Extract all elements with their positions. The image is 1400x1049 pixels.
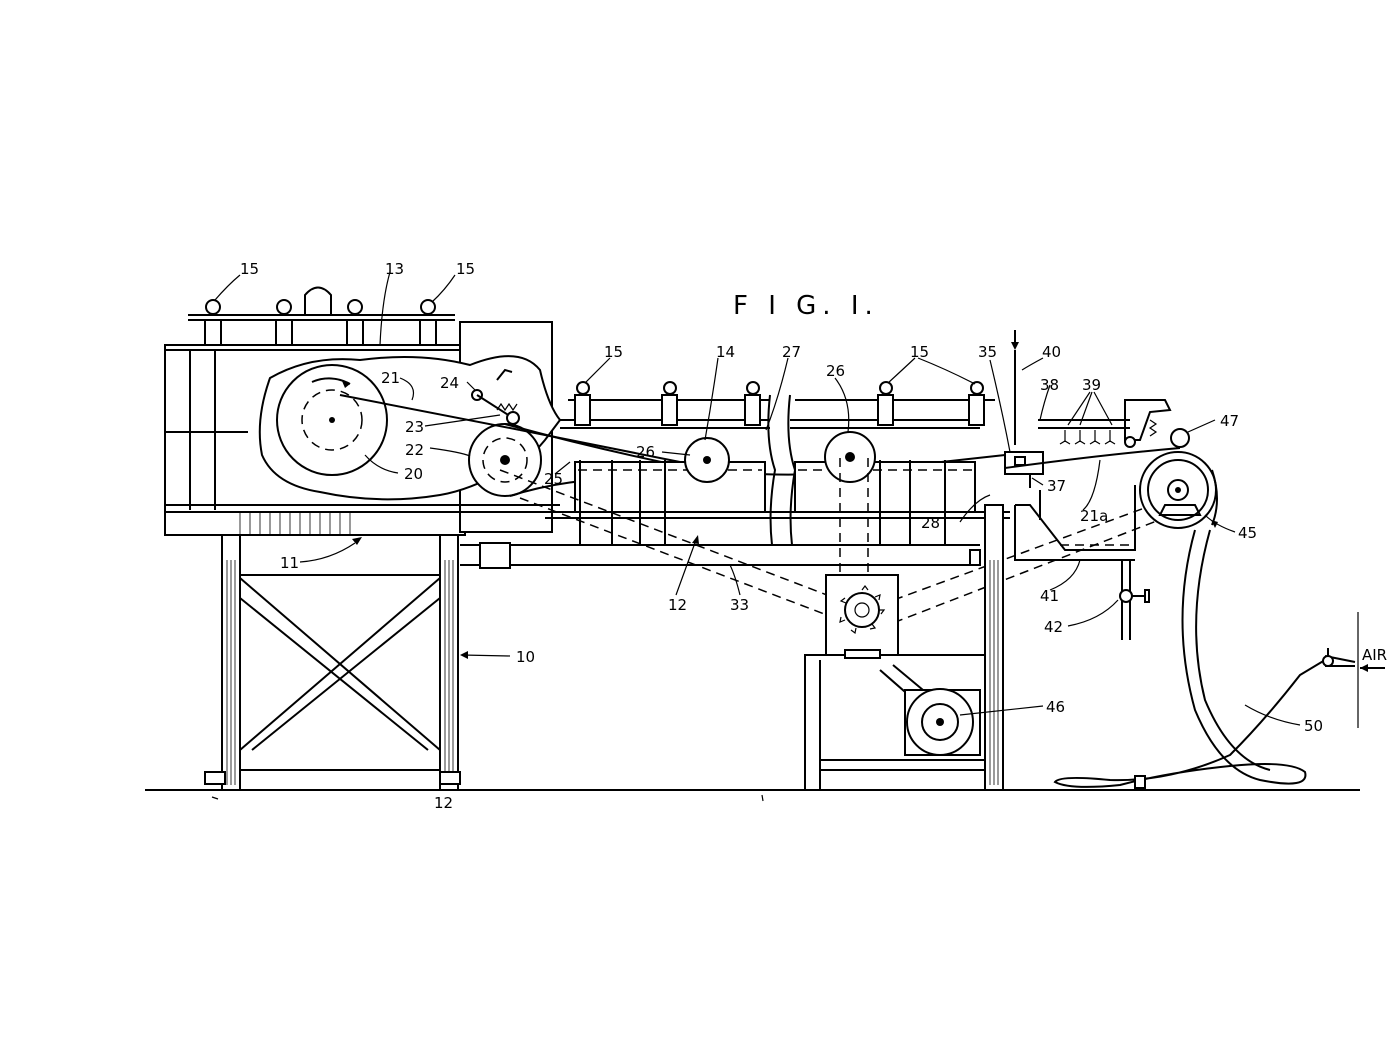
label-33: 33 bbox=[730, 596, 749, 614]
label-26: 26 bbox=[826, 362, 845, 380]
label-47: 47 bbox=[1220, 412, 1239, 430]
drive-stand bbox=[804, 574, 986, 791]
label-37: 37 bbox=[1047, 477, 1066, 495]
label-15: 15 bbox=[604, 343, 623, 361]
label-26: 26 bbox=[636, 443, 655, 461]
roller-26-right bbox=[824, 431, 876, 483]
label-27: 27 bbox=[782, 343, 801, 361]
label-15: 15 bbox=[240, 260, 259, 278]
figure-title: F I G. I. bbox=[733, 291, 879, 321]
label-38: 38 bbox=[1040, 376, 1059, 394]
label-39: 39 bbox=[1082, 376, 1101, 394]
label-12: 12 bbox=[434, 794, 453, 812]
label-13: 13 bbox=[385, 260, 404, 278]
roller-26-left bbox=[684, 437, 730, 483]
label-50: 50 bbox=[1304, 717, 1323, 735]
label-12: 12 bbox=[668, 596, 687, 614]
label-22: 22 bbox=[405, 441, 424, 459]
exit-section bbox=[1004, 330, 1218, 640]
drum-20 bbox=[276, 364, 388, 476]
label-35: 35 bbox=[978, 343, 997, 361]
middle-trough bbox=[460, 381, 1010, 569]
label-11: 11 bbox=[280, 554, 299, 572]
ground-tick bbox=[211, 796, 219, 800]
label-air: AIR bbox=[1362, 646, 1387, 664]
label-46: 46 bbox=[1046, 698, 1065, 716]
label-42: 42 bbox=[1044, 618, 1063, 636]
label-45: 45 bbox=[1238, 524, 1257, 542]
label-25: 25 bbox=[544, 470, 563, 488]
label-20: 20 bbox=[404, 465, 423, 483]
right-leg bbox=[984, 504, 1004, 791]
label-23: 23 bbox=[405, 418, 424, 436]
motor-46 bbox=[904, 688, 981, 756]
ground-tick bbox=[761, 794, 764, 802]
label-41: 41 bbox=[1040, 587, 1059, 605]
tensioner-24 bbox=[471, 368, 520, 425]
label-24: 24 bbox=[440, 374, 459, 392]
label-15: 15 bbox=[910, 343, 929, 361]
label-10: 10 bbox=[516, 648, 535, 666]
label-15: 15 bbox=[456, 260, 475, 278]
label-21: 21 bbox=[381, 369, 400, 387]
label-40: 40 bbox=[1042, 343, 1061, 361]
label-21a: 21a bbox=[1080, 507, 1108, 525]
left-stand bbox=[204, 494, 461, 791]
reference-labels: 15 13 15 15 14 27 15 35 40 38 39 47 21 2… bbox=[240, 260, 1387, 812]
leader-lines bbox=[214, 271, 1301, 726]
roller-22 bbox=[468, 423, 542, 497]
label-14: 14 bbox=[716, 343, 735, 361]
air-hose-50 bbox=[1053, 529, 1385, 789]
label-28: 28 bbox=[921, 514, 940, 532]
